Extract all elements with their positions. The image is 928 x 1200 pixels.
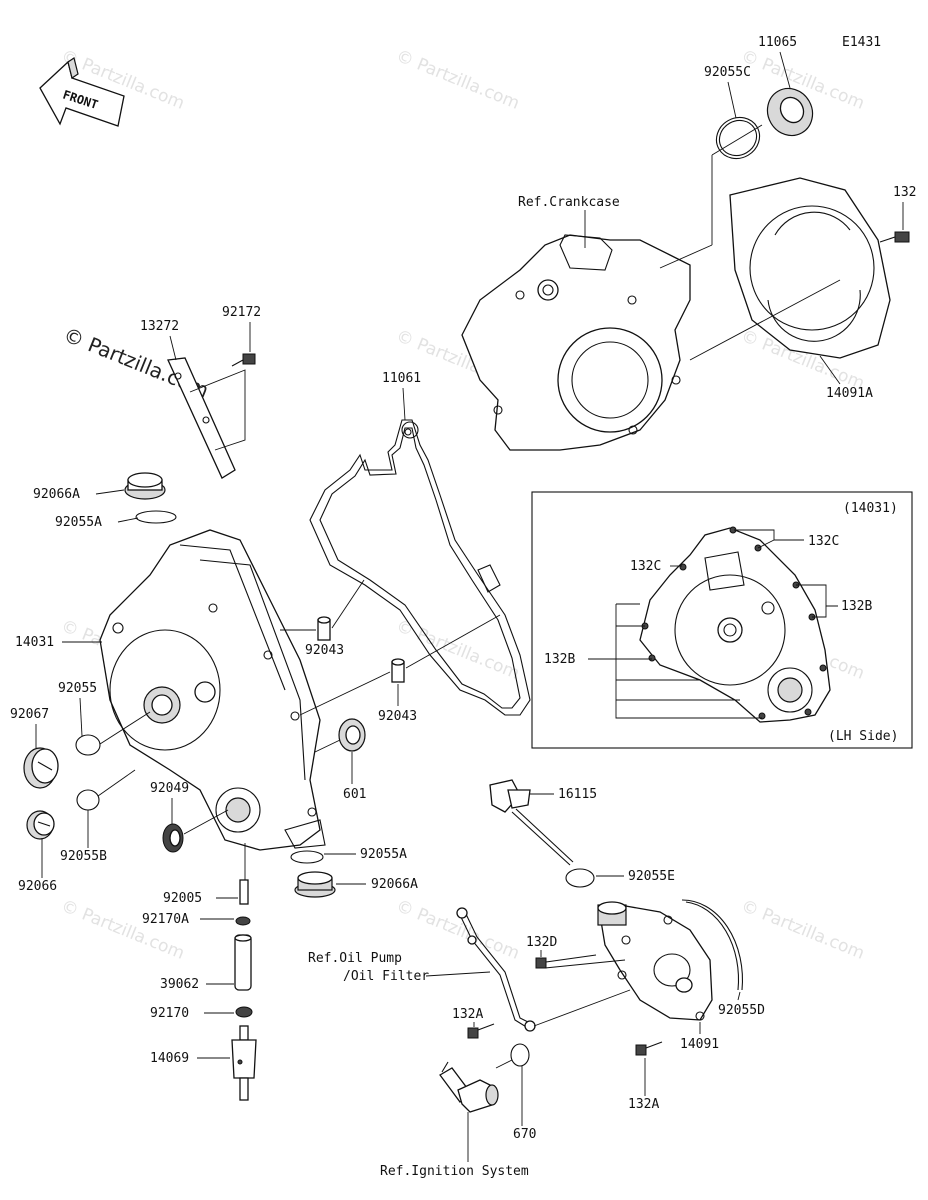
- plug-92066a-bottom: [294, 871, 336, 898]
- o-ring-92055c: [715, 116, 761, 160]
- dowel-pin-92043-b: [391, 658, 405, 683]
- label-92043-b: 92043: [378, 709, 417, 724]
- label-132c-b: 132C: [630, 559, 661, 574]
- label-132d: 132D: [526, 935, 557, 950]
- label-92067: 92067: [10, 707, 49, 722]
- label-16115: 16115: [558, 787, 597, 802]
- pipe-92005: [239, 879, 249, 905]
- inset-side-label: (LH Side): [828, 729, 898, 744]
- label-92055: 92055: [58, 681, 97, 696]
- inset-group-code: (14031): [843, 501, 898, 516]
- o-ring-92055b: [76, 789, 100, 811]
- watermark: © Partzilla.com: [393, 46, 522, 114]
- label-92055a-bottom: 92055A: [360, 847, 407, 862]
- clamp-92170a: [235, 916, 251, 926]
- hose-39062: [234, 934, 252, 991]
- ref-oil-pump-line2: /Oil Filter: [343, 969, 429, 984]
- label-132: 132: [893, 185, 916, 200]
- plug-92066a-top: [124, 472, 166, 500]
- bolt-132a-left: [467, 1023, 495, 1039]
- oil-pump-pipe-reference: [456, 907, 536, 1032]
- label-92055e: 92055E: [628, 869, 675, 884]
- bolt-132a-right: [635, 1041, 663, 1056]
- label-14069: 14069: [150, 1051, 189, 1066]
- cover-plate-14091a: [729, 177, 891, 359]
- ref-crankcase-label: Ref.Crankcase: [518, 195, 620, 210]
- bolt-132d: [535, 954, 597, 969]
- ref-oil-pump-line1: Ref.Oil Pump: [308, 951, 402, 966]
- label-92055a-top: 92055A: [55, 515, 102, 530]
- dowel-pin-92043-a: [317, 616, 331, 641]
- label-92055c: 92055C: [704, 65, 751, 80]
- label-92049: 92049: [150, 781, 189, 796]
- generator-cover-14031: [99, 529, 326, 851]
- ignition-sensor-reference: [439, 1061, 499, 1113]
- watermark: © Partzilla.com: [738, 896, 867, 964]
- o-ring-92055d: [681, 899, 743, 991]
- label-132a-left: 132A: [452, 1007, 483, 1022]
- filter-14069: [231, 1025, 257, 1101]
- oil-seal-92049: [162, 823, 184, 853]
- label-92055d: 92055D: [718, 1003, 765, 1018]
- label-92055b: 92055B: [60, 849, 107, 864]
- label-601: 601: [343, 787, 366, 802]
- clamp-92170: [235, 1006, 253, 1018]
- label-92170a: 92170A: [142, 912, 189, 927]
- bolt-92172: [231, 353, 256, 367]
- cover-14091: [597, 901, 713, 1021]
- o-ring-92055e: [565, 868, 595, 888]
- label-11061: 11061: [382, 371, 421, 386]
- bracket-13272: [167, 357, 236, 479]
- label-132c-a: 132C: [808, 534, 839, 549]
- label-14091a: 14091A: [826, 386, 873, 401]
- cap-92067: [23, 747, 59, 789]
- plug-92066: [26, 810, 55, 840]
- ref-ignition-label: Ref.Ignition System: [380, 1164, 529, 1179]
- label-132b-a: 132B: [841, 599, 872, 614]
- label-14031: 14031: [15, 635, 54, 650]
- oil-seal-11065: [766, 87, 814, 137]
- o-ring-670: [510, 1043, 530, 1067]
- bolt-132: [879, 231, 910, 243]
- label-92066a-top: 92066A: [33, 487, 80, 502]
- label-11065: 11065: [758, 35, 797, 50]
- label-670: 670: [513, 1127, 536, 1142]
- o-ring-92055a-bottom: [290, 850, 324, 864]
- label-92172: 92172: [222, 305, 261, 320]
- label-14091: 14091: [680, 1037, 719, 1052]
- inset-box: [531, 491, 913, 749]
- watermark: © Partzilla.com: [393, 896, 522, 964]
- label-92066: 92066: [18, 879, 57, 894]
- watermark: © Partzilla.com: [393, 616, 522, 684]
- label-92170: 92170: [150, 1006, 189, 1021]
- label-92066a-bottom: 92066A: [371, 877, 418, 892]
- front-arrow-icon: FRONT: [39, 57, 125, 127]
- label-13272: 13272: [140, 319, 179, 334]
- label-132a-right: 132A: [628, 1097, 659, 1112]
- diagram-code: E1431: [842, 35, 881, 50]
- bearing-601: [338, 718, 366, 752]
- label-132b-b: 132B: [544, 652, 575, 667]
- o-ring-92055a-top: [135, 510, 177, 524]
- watermark: © Partzilla.com: [58, 896, 187, 964]
- label-39062: 39062: [160, 977, 199, 992]
- label-92005: 92005: [163, 891, 202, 906]
- crankcase-reference: [461, 234, 691, 451]
- label-92043-a: 92043: [305, 643, 344, 658]
- inset-cover-view: [639, 526, 831, 723]
- gasket-11061: [309, 419, 531, 716]
- watermarks: © Partzilla.com © Partzilla.com © Partzi…: [58, 46, 867, 964]
- dipstick-16115: [489, 779, 574, 866]
- o-ring-92055: [75, 734, 101, 756]
